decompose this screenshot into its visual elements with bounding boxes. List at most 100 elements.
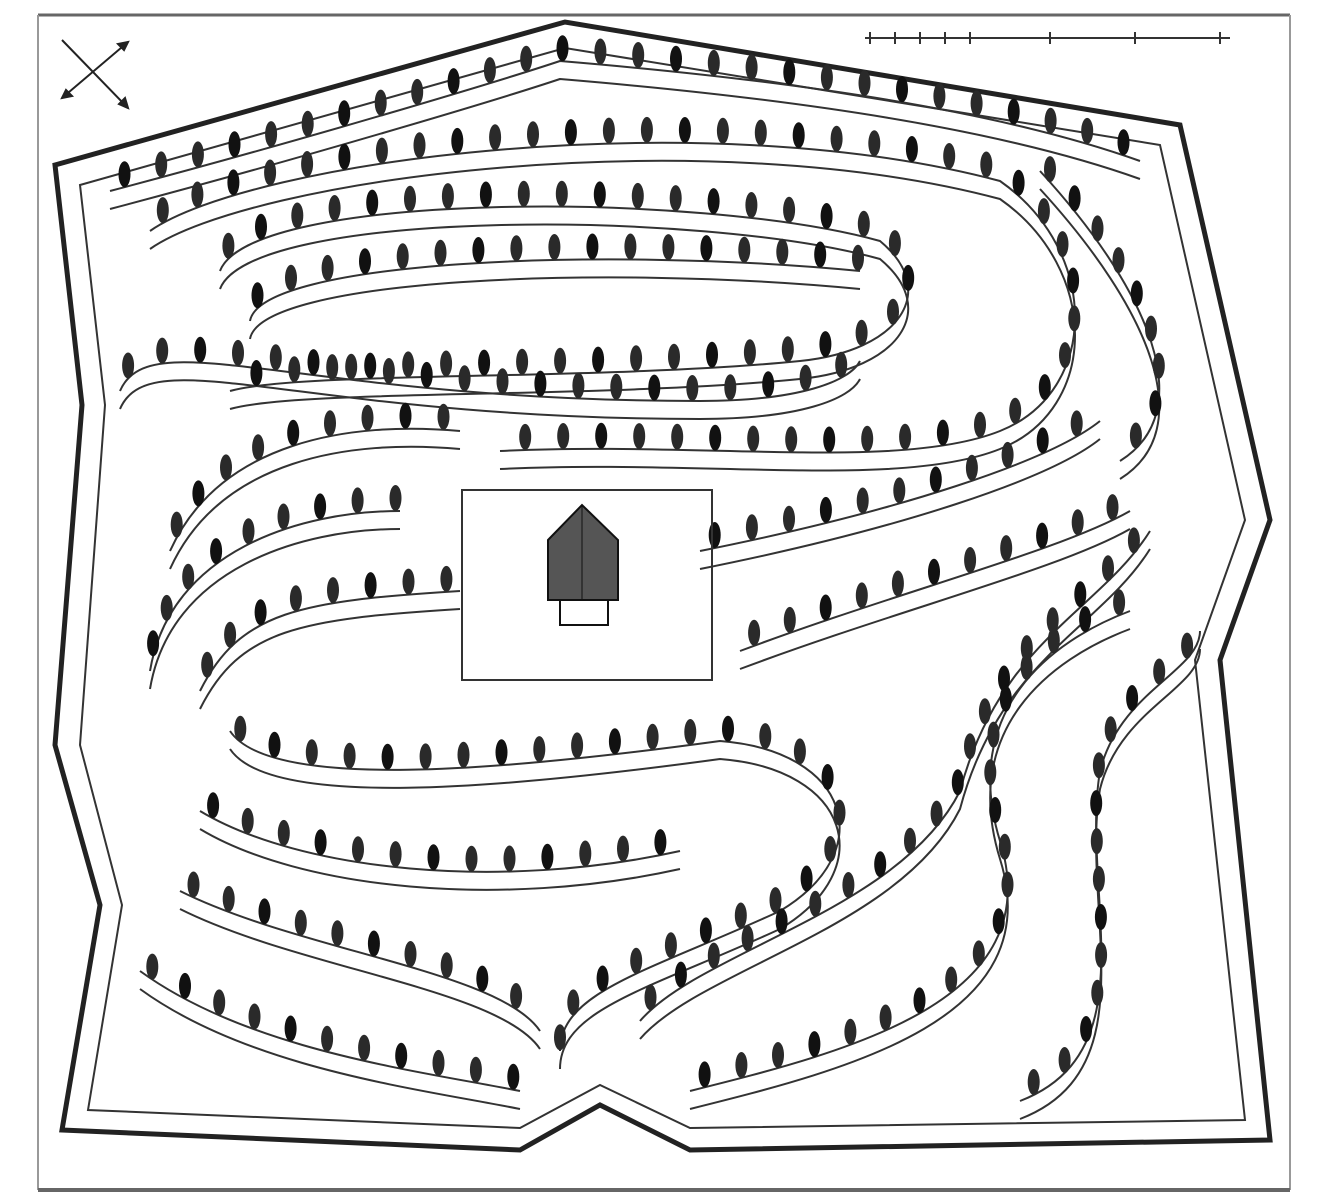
tree-icon [633, 423, 646, 450]
tree-icon [855, 582, 868, 609]
tree-icon [648, 374, 661, 401]
tree-icon [572, 372, 585, 399]
tree-icon [554, 1024, 566, 1051]
tree-icon [933, 83, 946, 109]
tree-icon [1081, 117, 1094, 144]
tree-icon [533, 736, 546, 763]
tree-icon [978, 698, 991, 725]
hedge-path [229, 748, 841, 1070]
hedge-path [169, 427, 461, 552]
tree-icon [1106, 494, 1119, 521]
hedge-path [689, 610, 1131, 1092]
tree-icon [210, 538, 223, 565]
scale-bar-icon [865, 32, 1230, 44]
tree-icon [808, 1031, 821, 1058]
tree-icon [264, 159, 277, 186]
tree-icon [413, 132, 426, 159]
hedge-path [119, 378, 861, 421]
tree-icon [745, 514, 758, 541]
tree-icon [617, 835, 629, 862]
tree-icon [1007, 98, 1020, 125]
tree-icon [1068, 305, 1081, 332]
tree-icon [361, 404, 374, 431]
hedge-path [139, 970, 521, 1092]
tree-icon [389, 841, 402, 868]
tree-icon [1037, 198, 1050, 225]
tree-icon [396, 243, 409, 270]
tree-icon [419, 743, 432, 770]
tree-icon [945, 966, 958, 993]
hedge-path [199, 828, 681, 891]
tree-icon [191, 181, 204, 208]
tree-icon [510, 235, 523, 262]
tree-icon [248, 1003, 261, 1030]
tree-icon [602, 117, 615, 144]
tree-icon [1102, 555, 1114, 582]
tree-icon [964, 733, 976, 760]
tree-icon [793, 738, 806, 765]
tree-icon [182, 563, 195, 590]
tree-icon [254, 599, 267, 626]
tree-icon [146, 953, 159, 980]
tree-icon [970, 90, 983, 117]
tree-icon [674, 961, 687, 988]
tree-icon [314, 493, 327, 520]
tree-icon [646, 723, 659, 750]
hedge-path [249, 258, 861, 322]
tree-icon [381, 743, 394, 770]
tree-icon [227, 169, 240, 196]
tree-icon [265, 121, 278, 148]
tree-icon [170, 511, 183, 538]
tree-icon [338, 100, 351, 127]
tree-icon [440, 350, 453, 377]
tree-icon [192, 480, 205, 507]
tree-icon [284, 1015, 297, 1042]
tree-icon [664, 932, 677, 959]
tree-icon [743, 339, 756, 366]
tree-icon [644, 984, 657, 1011]
tree-icon [741, 925, 754, 952]
tree-icon [404, 941, 417, 967]
tree-icon [328, 195, 341, 221]
tree-icon [700, 235, 713, 262]
tree-icon [874, 851, 887, 878]
tree-icon [1130, 280, 1143, 307]
tree-icon [1036, 522, 1049, 549]
tree-icon [1071, 509, 1084, 536]
tree-icon [402, 351, 415, 378]
tree-icon [564, 119, 577, 146]
hedge-path [219, 223, 910, 410]
tree-icon [1145, 315, 1157, 342]
tree-icon [1074, 581, 1087, 608]
tree-icon [855, 319, 868, 346]
tree-icon [783, 59, 796, 86]
tree-markers [118, 35, 1194, 1095]
tree-icon [483, 57, 496, 84]
maze-paths [109, 59, 1201, 1120]
tree-icon [476, 965, 489, 992]
tree-icon [595, 422, 608, 449]
tree-icon [748, 619, 761, 646]
tree-icon [684, 719, 697, 745]
tree-icon [156, 337, 169, 364]
tree-icon [707, 942, 720, 969]
tree-icon [965, 454, 978, 481]
tree-icon [928, 558, 940, 585]
tree-icon [1090, 828, 1103, 855]
hedge-path [739, 510, 1131, 652]
tree-icon [427, 844, 440, 871]
tree-icon [201, 651, 214, 678]
hedge-path [119, 360, 861, 403]
tree-icon [367, 930, 380, 957]
tree-icon [1044, 107, 1057, 134]
tree-icon [984, 759, 997, 786]
tree-icon [191, 141, 204, 168]
tree-icon [252, 434, 265, 461]
tree-icon [179, 972, 191, 999]
tree-icon [830, 125, 843, 152]
tree-icon [783, 196, 796, 223]
tree-icon [507, 1063, 520, 1090]
tree-icon [232, 339, 244, 366]
tree-icon [819, 594, 832, 621]
tree-icon [411, 78, 424, 105]
